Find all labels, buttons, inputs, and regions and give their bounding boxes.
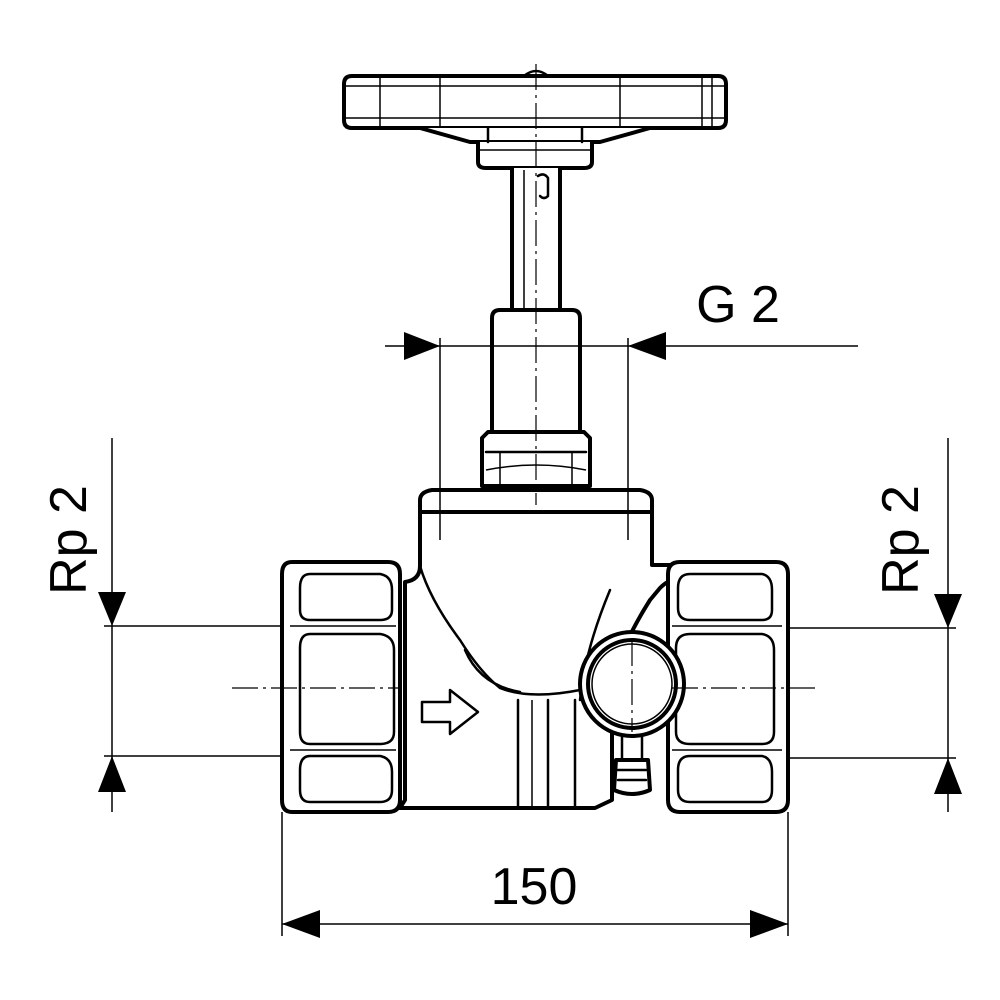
left-threaded-end: [280, 560, 402, 814]
dim-arrow: [750, 910, 788, 938]
dim-arrow: [282, 910, 320, 938]
dimension-rp2-left: Rp 2: [40, 438, 282, 812]
label-rp2-left: Rp 2: [40, 485, 98, 595]
handwheel: [342, 69, 728, 170]
label-rp2-right: Rp 2: [872, 485, 930, 595]
label-g2: G 2: [696, 276, 780, 334]
dimension-rp2-right: Rp 2: [788, 438, 962, 812]
dim-arrow: [98, 756, 126, 792]
dim-arrow: [628, 332, 666, 360]
dimension-150: 150: [281, 812, 789, 938]
center-lines: [232, 64, 820, 732]
dimension-g2: G 2: [385, 276, 858, 540]
dim-arrow: [98, 592, 126, 626]
label-150: 150: [491, 858, 578, 916]
dim-arrow: [934, 594, 962, 628]
dim-arrow: [934, 758, 962, 794]
right-threaded-end: [666, 560, 790, 814]
dim-arrow: [404, 332, 440, 360]
